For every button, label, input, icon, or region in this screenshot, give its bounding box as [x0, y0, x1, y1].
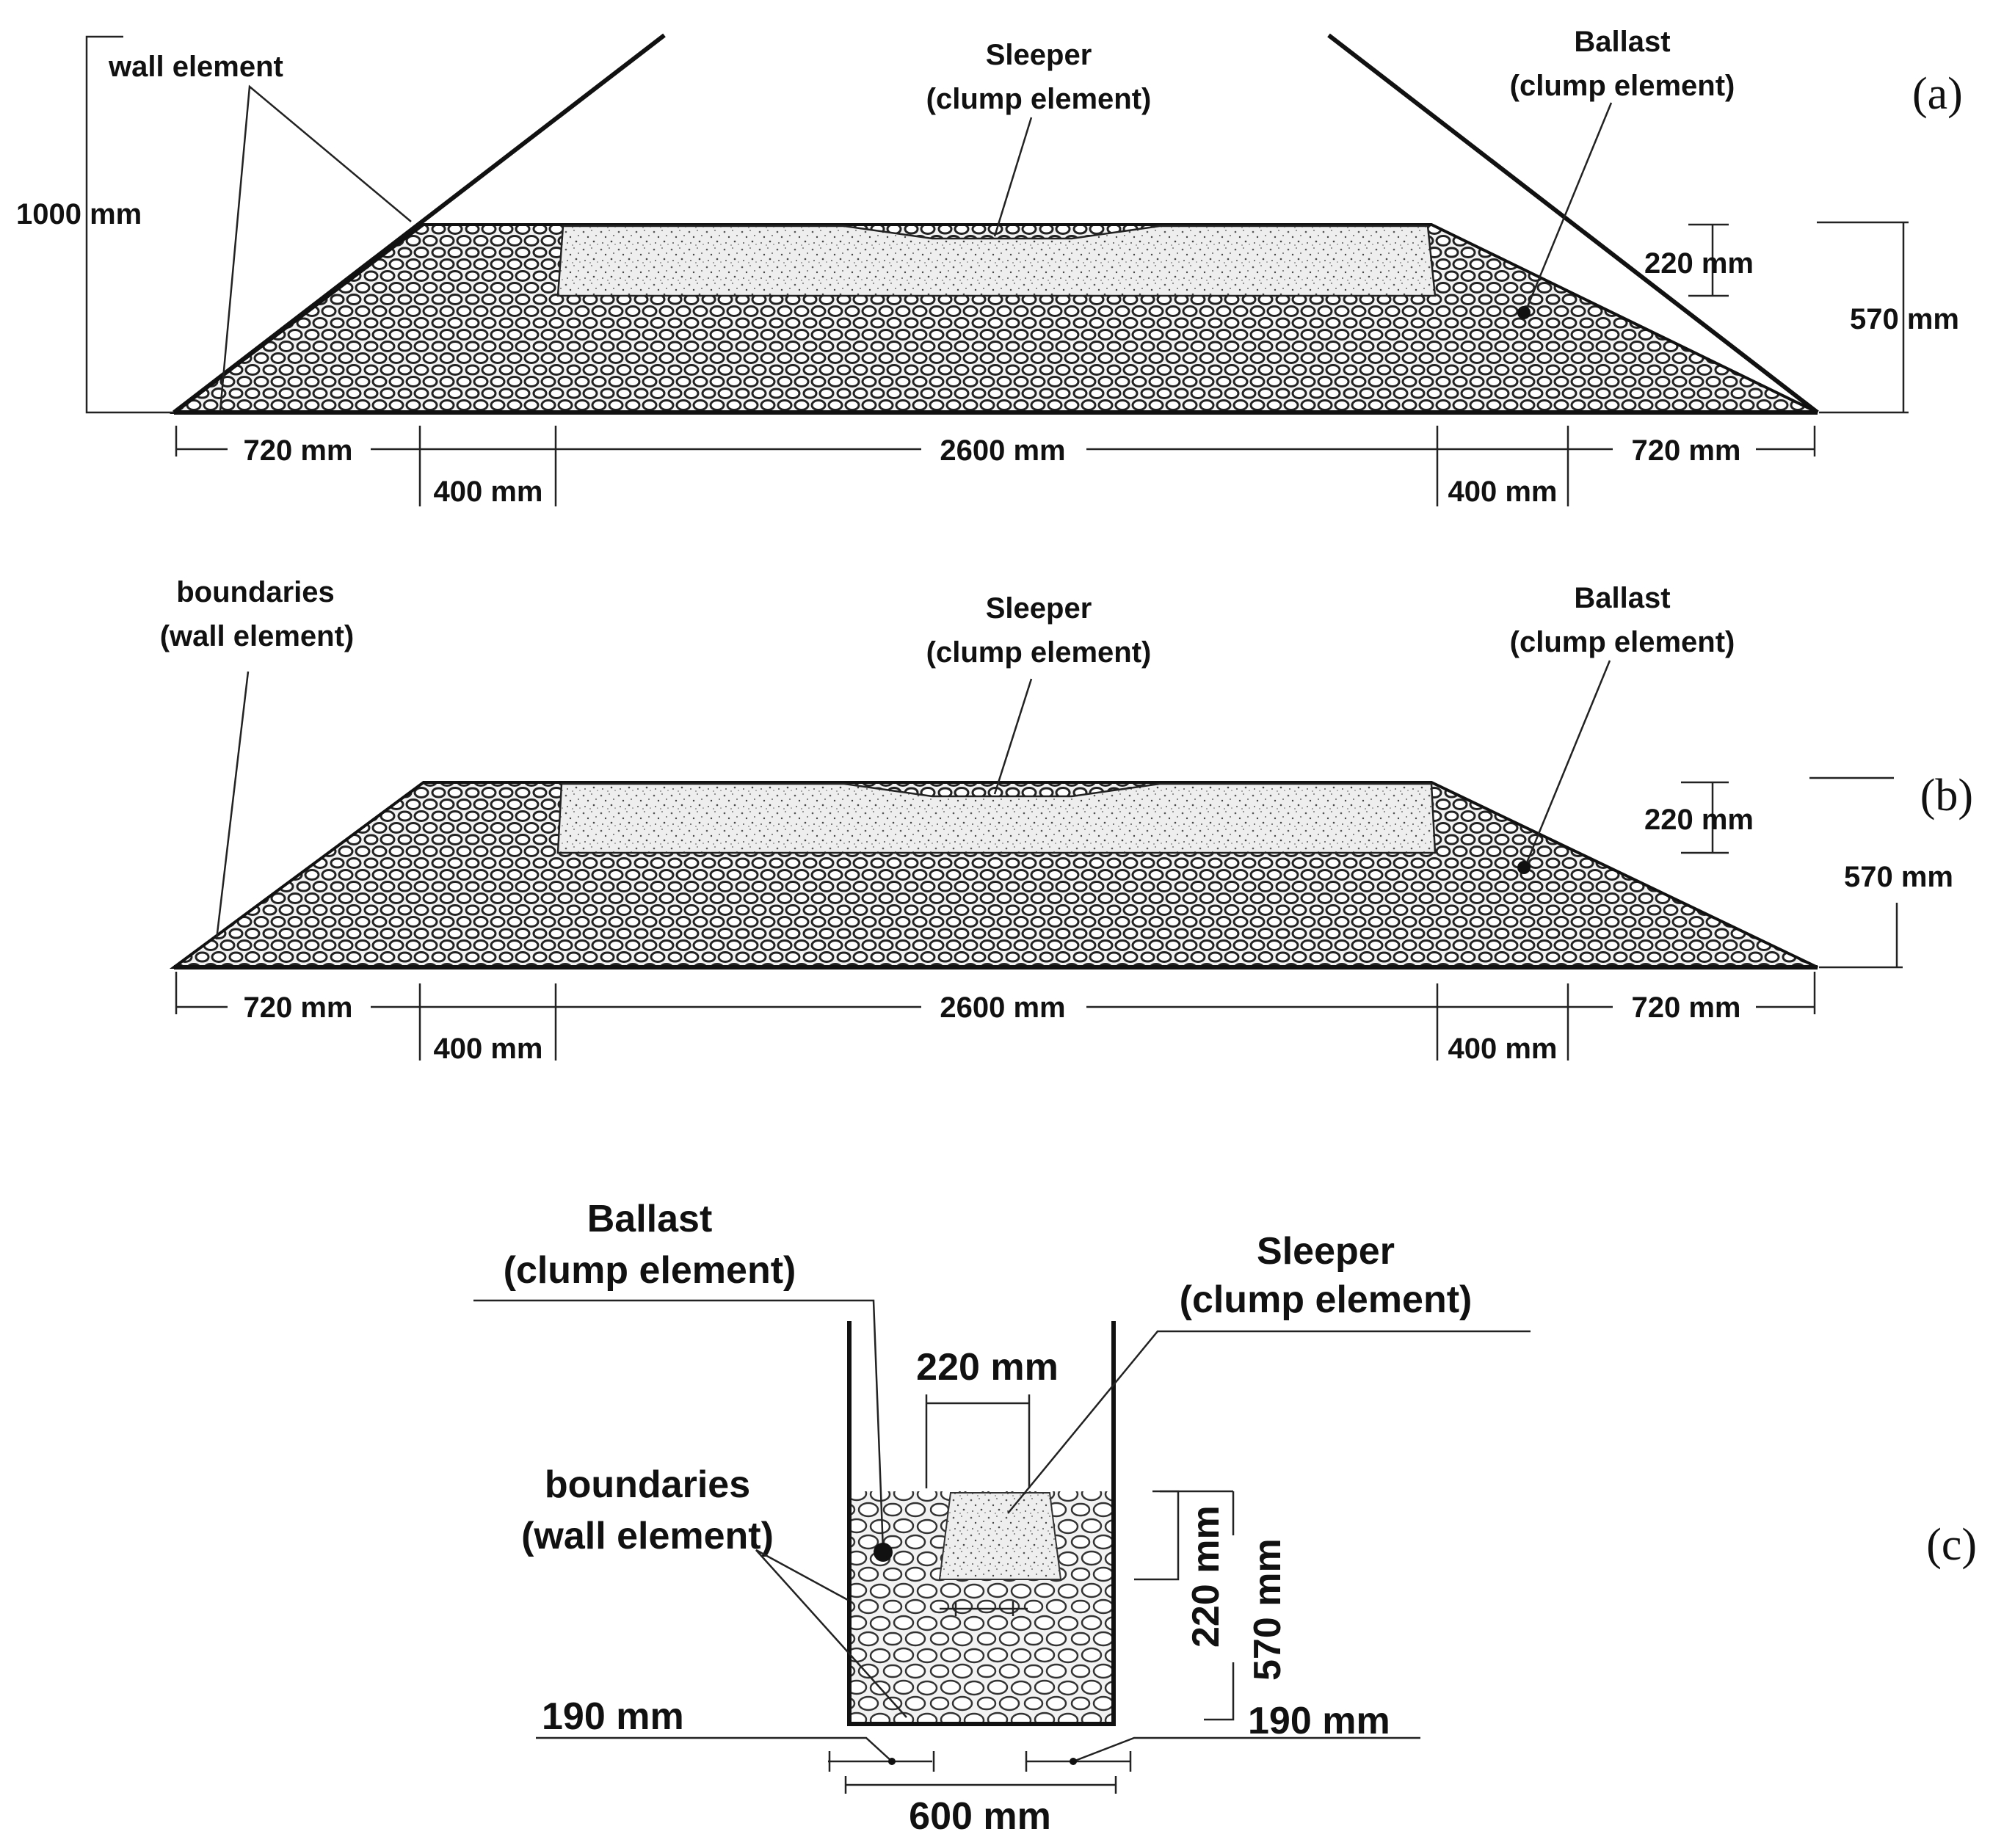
- wall-right-a: [1327, 33, 1819, 415]
- sleeper-length-dim-b: 2600 mm: [940, 992, 1065, 1024]
- wall-leader-a: [219, 84, 412, 412]
- ballast-dot-a: [1517, 306, 1531, 319]
- total-height-label-c: 570 mm: [1246, 1538, 1289, 1681]
- ballast-label-b-1: Ballast: [1574, 582, 1670, 614]
- height-label-a: 1000 mm: [16, 198, 142, 230]
- ballast-label-a-2: (clump element): [1510, 70, 1735, 102]
- sleeper-leader-c: [1007, 1330, 1531, 1514]
- ballast-label-b-2: (clump element): [1510, 626, 1735, 658]
- ballast-label-c-2: (clump element): [504, 1249, 796, 1292]
- ballast-leader-a: [1524, 102, 1613, 313]
- right-offset-label-c: 190 mm: [1248, 1700, 1390, 1742]
- sleeper-label-a-1: Sleeper: [986, 39, 1092, 71]
- ballast-label-a-1: Ballast: [1574, 26, 1670, 58]
- left-shoulder-dim-b: 400 mm: [434, 1033, 543, 1065]
- ballast-leader-c: [473, 1299, 885, 1551]
- sleeper-height-label-b: 220 mm: [1644, 804, 1754, 836]
- sleeper-height-label-c: 220 mm: [1185, 1505, 1227, 1648]
- height-dim-line-a: [85, 35, 174, 414]
- sleeper-label-b-1: Sleeper: [986, 592, 1092, 625]
- sleeper-leader-a: [993, 117, 1033, 237]
- boundaries-label-b-1: boundaries: [176, 576, 335, 608]
- sleeper-width-label-c: 220 mm: [916, 1346, 1059, 1389]
- panel-label-b: (b): [1920, 771, 1973, 821]
- sleeper-c: [938, 1492, 1062, 1580]
- box-width-label-c: 600 mm: [909, 1795, 1051, 1838]
- sleeper-a: [556, 225, 1437, 297]
- total-height-line-bot-c: [1204, 1662, 1235, 1721]
- sleeper-label-c-1: Sleeper: [1257, 1230, 1395, 1273]
- ballast-dot-b: [1517, 861, 1531, 874]
- left-slope-dim-a: 720 mm: [244, 434, 353, 467]
- total-height-label-b: 570 mm: [1844, 861, 1953, 893]
- box-walls-c: [847, 1321, 1116, 1726]
- total-height-label-a: 570 mm: [1850, 303, 1959, 335]
- sleeper-b: [556, 782, 1437, 854]
- right-slope-dim-a: 720 mm: [1632, 434, 1741, 467]
- left-offset-label-c: 190 mm: [542, 1695, 684, 1738]
- boundaries-label-b-2: (wall element): [160, 620, 355, 652]
- right-slope-dim-b: 720 mm: [1632, 992, 1741, 1024]
- left-shoulder-dim-a: 400 mm: [434, 476, 543, 508]
- left-slope-dim-b: 720 mm: [244, 992, 353, 1024]
- wall-left-a: [173, 33, 666, 415]
- sleeper-leader-b: [993, 678, 1033, 795]
- right-offset-leader-c: [1072, 1736, 1420, 1763]
- panel-label-c: (c): [1926, 1520, 1977, 1570]
- sleeper-label-a-2: (clump element): [926, 83, 1152, 115]
- horizontal-dims-a: 720 mm 2600 mm 720 mm 400 mm 400 mm: [175, 426, 1816, 508]
- sleeper-height-label-a: 220 mm: [1644, 247, 1754, 280]
- bottom-dims-c: [828, 1751, 1132, 1794]
- boundaries-label-c-2: (wall element): [521, 1515, 774, 1557]
- sleeper-label-c-2: (clump element): [1180, 1278, 1473, 1321]
- boundaries-leader-b: [215, 671, 250, 940]
- horizontal-dims-b: 720 mm 2600 mm 720 mm 400 mm 400 mm: [175, 972, 1816, 1065]
- sleeper-length-dim-a: 2600 mm: [940, 434, 1065, 467]
- panel-b: boundaries (wall element) Sleeper (clump…: [160, 576, 1973, 1065]
- panel-label-a: (a): [1912, 69, 1963, 119]
- ballast-dot-c: [874, 1543, 893, 1562]
- ballast-label-c-1: Ballast: [587, 1198, 713, 1240]
- boundaries-leader-c: [755, 1549, 907, 1718]
- left-offset-leader-c: [536, 1736, 893, 1762]
- sleeper-label-b-2: (clump element): [926, 636, 1152, 669]
- right-shoulder-dim-a: 400 mm: [1448, 476, 1558, 508]
- wall-label-a: wall element: [108, 51, 283, 83]
- panel-a: 1000 mm wall element Sleeper (clump elem…: [16, 26, 1963, 508]
- panel-c: Ballast (clump element) Sleeper (clump e…: [473, 1198, 1977, 1838]
- sleeper-height-dim-c: [1134, 1490, 1180, 1581]
- ballast-leader-b: [1524, 660, 1611, 867]
- right-shoulder-dim-b: 400 mm: [1448, 1033, 1558, 1065]
- boundaries-label-c-1: boundaries: [545, 1463, 750, 1506]
